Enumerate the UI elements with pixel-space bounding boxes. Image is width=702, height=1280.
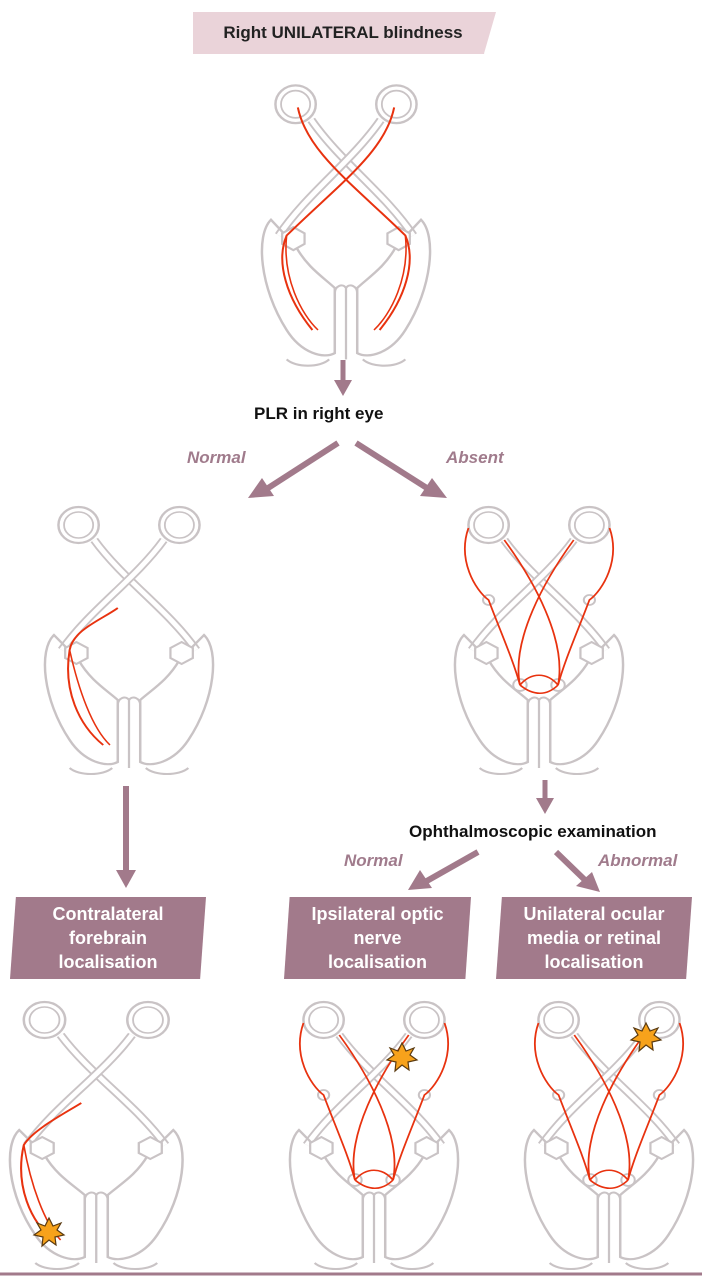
arrow-ophth-abnormal [553, 849, 600, 892]
plr-absent-label: Absent [446, 448, 504, 467]
result-contralateral-text: Contralateral forebrain localisation [52, 904, 164, 972]
ophth-normal-label: Normal [344, 851, 403, 870]
diagram-optic-nerve-lesion [290, 1002, 458, 1269]
diagram-forebrain-pathway [45, 507, 213, 774]
arrow-to-contralateral [116, 786, 136, 888]
result-optic-nerve-text: Ipsilateral optic nerve localisation [311, 904, 444, 972]
result-ocular-box: Unilateral ocular media or retinal local… [496, 897, 692, 979]
plr-question: PLR in right eye [254, 404, 384, 423]
diagram-optic-pathway [455, 507, 623, 774]
diagram-retinal-lesion [525, 1002, 693, 1269]
arrow-ophth-normal [408, 849, 480, 890]
arrow-plr-normal [248, 440, 340, 498]
page-title: Right UNILATERAL blindness [223, 23, 463, 42]
diagram-contralateral-lesion [10, 1002, 183, 1269]
arrow-to-plr [334, 360, 352, 396]
ophth-abnormal-label: Abnormal [598, 851, 678, 870]
result-optic-nerve-box: Ipsilateral optic nerve localisation [284, 897, 471, 979]
lesion-forebrain-icon [33, 1217, 65, 1247]
plr-normal-label: Normal [187, 448, 246, 467]
ophthalmoscopic-question: Ophthalmoscopic examination [409, 822, 657, 841]
arrow-to-ophthalmoscopic [536, 780, 554, 814]
diagram-normal-pathway [262, 85, 430, 365]
lesion-optic-nerve-icon [386, 1042, 418, 1072]
result-contralateral-box: Contralateral forebrain localisation [10, 897, 206, 979]
arrow-plr-absent [354, 440, 447, 498]
result-ocular-text: Unilateral ocular media or retinal local… [523, 904, 665, 972]
title-box [193, 12, 496, 54]
